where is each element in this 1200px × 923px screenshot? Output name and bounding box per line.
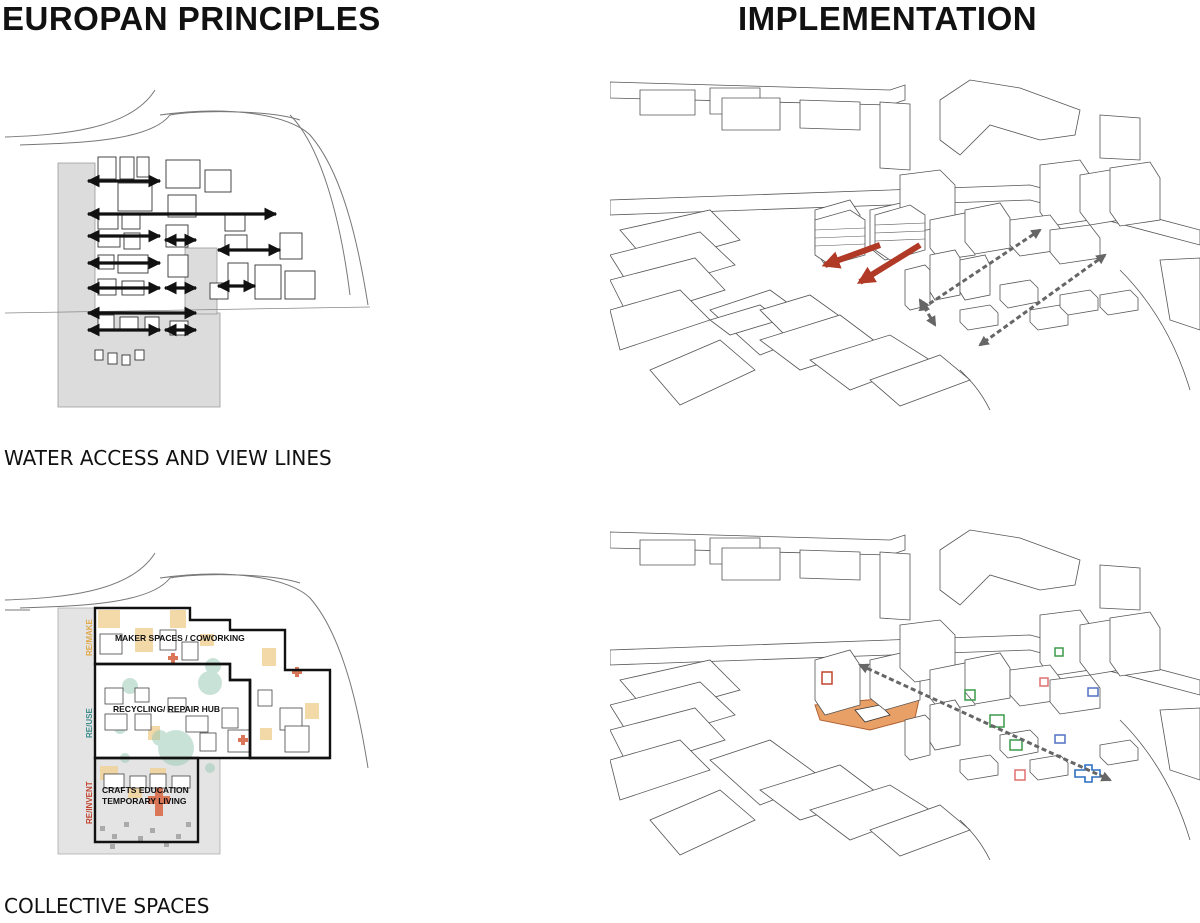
collective-spaces-plan: MAKER SPACES / COWORKING RECYCLING/ REPA… [4,552,369,855]
implementation-heading: IMPLEMENTATION [738,0,1038,37]
implementation-axo-top [610,79,1200,410]
water-access-caption: WATER ACCESS AND VIEW LINES [4,446,332,470]
remake-label: RE/MAKE [85,618,94,656]
reinvent-label: RE/INVENT [85,781,94,824]
reuse-label: RE/USE [85,708,94,738]
crafts-zone-label-2: TEMPORARY LIVING [102,796,187,806]
crafts-zone-label-1: CRAFTS EDUCATION [102,785,189,795]
view-lines-plan [4,89,371,408]
collective-spaces-caption: COLLECTIVE SPACES [4,894,210,918]
recycling-zone-label: RECYCLING/ REPAIR HUB [113,704,220,714]
maker-zone-label: MAKER SPACES / COWORKING [115,633,245,643]
principles-heading: EUROPAN PRINCIPLES [2,0,381,37]
implementation-axo-bottom [610,529,1200,860]
